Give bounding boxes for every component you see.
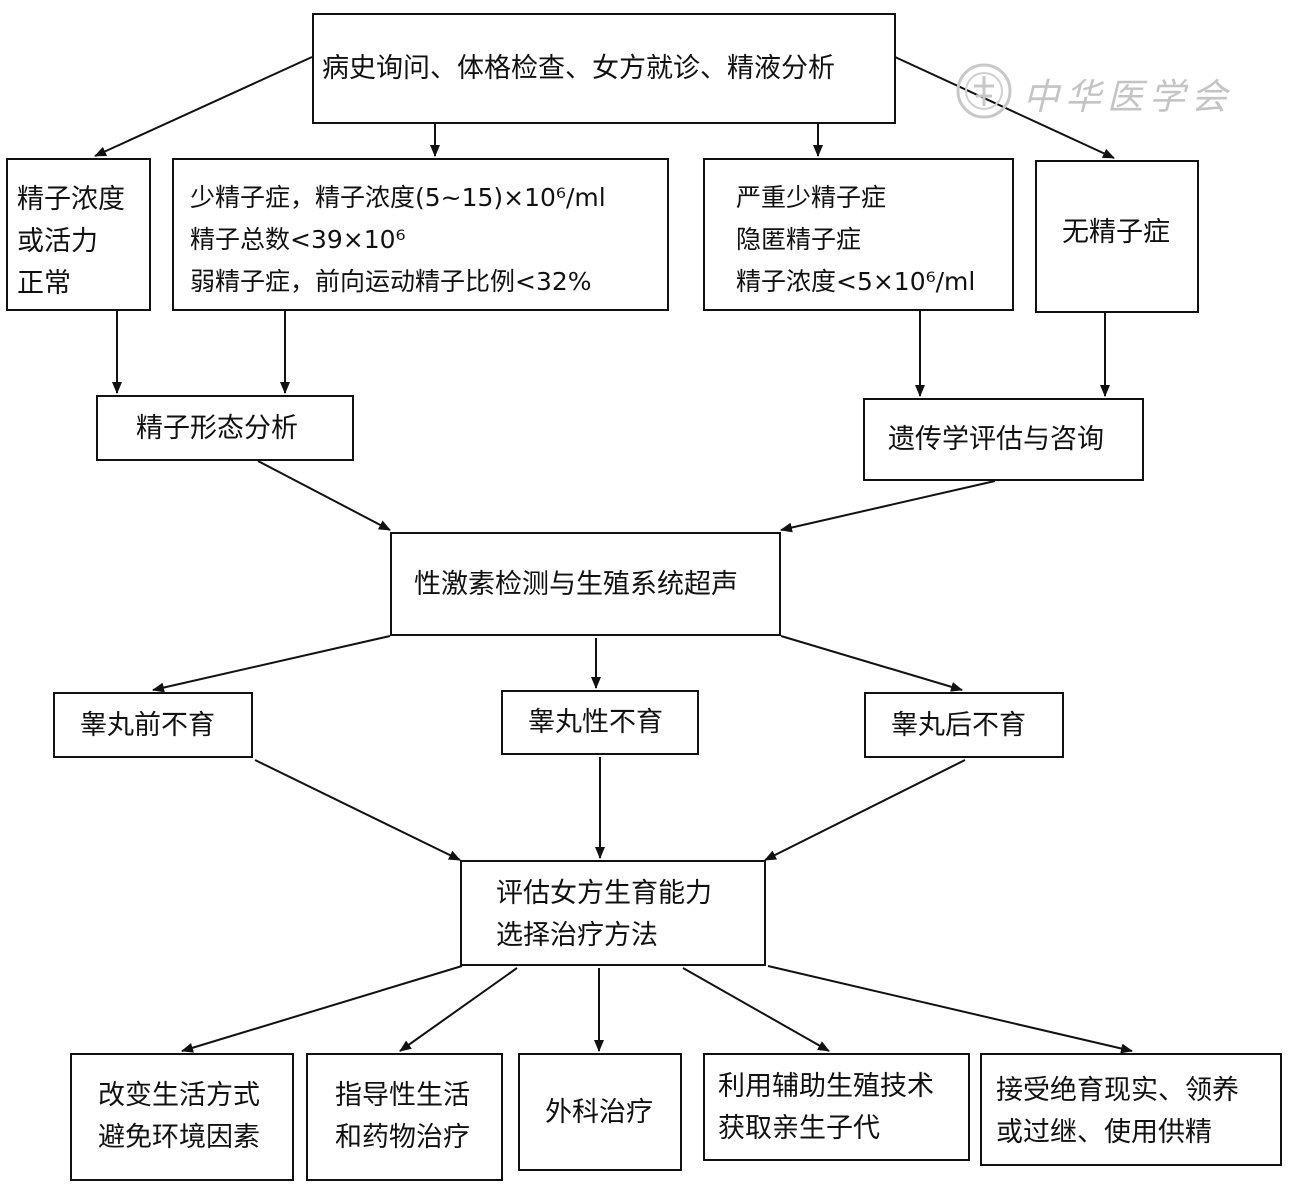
node-assess-line: 评估女方生育能力 [496,878,712,909]
node-lifestyle-line: 改变生活方式 [98,1080,260,1111]
node-oligo-line: 精子总数<39×10⁶ [190,225,406,254]
node-history-line: 病史询问、体格检查、女方就诊、精液分析 [322,53,835,84]
arrow-hormone-to-posttest [780,635,963,692]
node-accept-box: 接受绝育现实、领养 或过继、使用供精 [980,1053,1282,1166]
arrow-history-to-normal [94,56,313,157]
node-guided-box: 指导性生活 和药物治疗 [306,1053,503,1181]
arrow-posttest-to-assess [764,759,966,861]
arrow-genetic-to-hormone [780,480,996,533]
node-azoo-line: 无精子症 [1062,217,1170,248]
arrow-assess-to-guided [399,967,518,1052]
node-pretest-line: 睾丸前不育 [80,710,215,741]
node-pretest-box: 睾丸前不育 [53,692,253,758]
node-genetic-text: 遗传学评估与咨询 [888,419,1104,461]
node-normal-text: 精子浓度 或活力 正常 [17,179,125,305]
node-severe-text: 严重少精子症 隐匿精子症 精子浓度<5×10⁶/ml [736,177,975,303]
arrow-pretest-to-assess [254,759,461,861]
node-testic-line: 睾丸性不育 [528,707,663,738]
node-normal-line: 正常 [17,268,71,299]
node-hormone-text: 性激素检测与生殖系统超声 [414,564,738,606]
node-assess-text: 评估女方生育能力 选择治疗方法 [496,873,712,957]
node-surgery-line: 外科治疗 [545,1097,653,1128]
node-art-line: 获取亲生子代 [718,1113,880,1144]
node-testic-box: 睾丸性不育 [501,690,699,755]
node-oligo-line: 弱精子症，前向运动精子比例<32% [190,267,592,296]
node-severe-line: 隐匿精子症 [736,225,862,254]
node-severe-line: 严重少精子症 [736,183,887,212]
node-accept-text: 接受绝育现实、领养 或过继、使用供精 [996,1070,1239,1154]
node-morph-text: 精子形态分析 [136,408,298,450]
node-posttest-box: 睾丸后不育 [864,692,1064,758]
node-normal-line: 或活力 [17,226,98,257]
arrow-assess-to-art [682,967,830,1052]
node-surgery-box: 外科治疗 [518,1053,682,1171]
node-genetic-box: 遗传学评估与咨询 [863,398,1144,481]
node-guided-line: 指导性生活 [335,1080,470,1111]
node-assess-box: 评估女方生育能力 选择治疗方法 [460,860,766,966]
node-genetic-line: 遗传学评估与咨询 [888,424,1104,455]
node-art-text: 利用辅助生殖技术 获取亲生子代 [718,1066,934,1150]
arrow-morph-to-hormone [257,460,391,531]
node-art-line: 利用辅助生殖技术 [718,1071,934,1102]
node-pretest-text: 睾丸前不育 [80,705,215,747]
node-posttest-text: 睾丸后不育 [891,705,1026,747]
node-azoo-text: 无精子症 [1062,212,1170,254]
node-severe-box: 严重少精子症 隐匿精子症 精子浓度<5×10⁶/ml [703,158,1014,311]
node-guided-text: 指导性生活 和药物治疗 [335,1075,470,1159]
node-history-box: 病史询问、体格检查、女方就诊、精液分析 [312,13,896,124]
node-surgery-text: 外科治疗 [545,1092,653,1134]
node-assess-line: 选择治疗方法 [496,920,658,951]
arrow-assess-to-accept [767,965,1133,1054]
arrow-assess-to-lifestyle [181,965,463,1053]
node-severe-line: 精子浓度<5×10⁶/ml [736,267,976,296]
node-azoo-box: 无精子症 [1035,160,1199,313]
node-testic-text: 睾丸性不育 [528,702,663,744]
node-hormone-line: 性激素检测与生殖系统超声 [414,569,738,600]
node-lifestyle-line: 避免环境因素 [98,1122,260,1153]
node-oligo-box: 少精子症，精子浓度(5~15)×10⁶/ml 精子总数<39×10⁶ 弱精子症，… [172,158,669,311]
watermark: 中华医学会 [955,62,1255,122]
node-posttest-line: 睾丸后不育 [891,710,1026,741]
node-lifestyle-text: 改变生活方式 避免环境因素 [98,1075,260,1159]
node-history-text: 病史询问、体格检查、女方就诊、精液分析 [322,48,835,90]
node-hormone-box: 性激素检测与生殖系统超声 [390,532,781,636]
node-morph-line: 精子形态分析 [136,413,298,444]
seal-icon [956,63,1012,119]
node-normal-line: 精子浓度 [17,184,125,215]
node-morph-box: 精子形态分析 [96,395,354,461]
watermark-text: 中华医学会 [1023,77,1234,118]
node-lifestyle-box: 改变生活方式 避免环境因素 [70,1053,294,1181]
arrow-hormone-to-pretest [152,635,391,693]
node-oligo-text: 少精子症，精子浓度(5~15)×10⁶/ml 精子总数<39×10⁶ 弱精子症，… [190,177,606,303]
node-normal-box: 精子浓度 或活力 正常 [6,158,151,311]
node-art-box: 利用辅助生殖技术 获取亲生子代 [703,1053,970,1161]
node-oligo-line: 少精子症，精子浓度(5~15)×10⁶/ml [190,183,606,212]
node-accept-line: 或过继、使用供精 [996,1117,1212,1148]
node-guided-line: 和药物治疗 [335,1122,470,1153]
node-accept-line: 接受绝育现实、领养 [996,1075,1239,1106]
